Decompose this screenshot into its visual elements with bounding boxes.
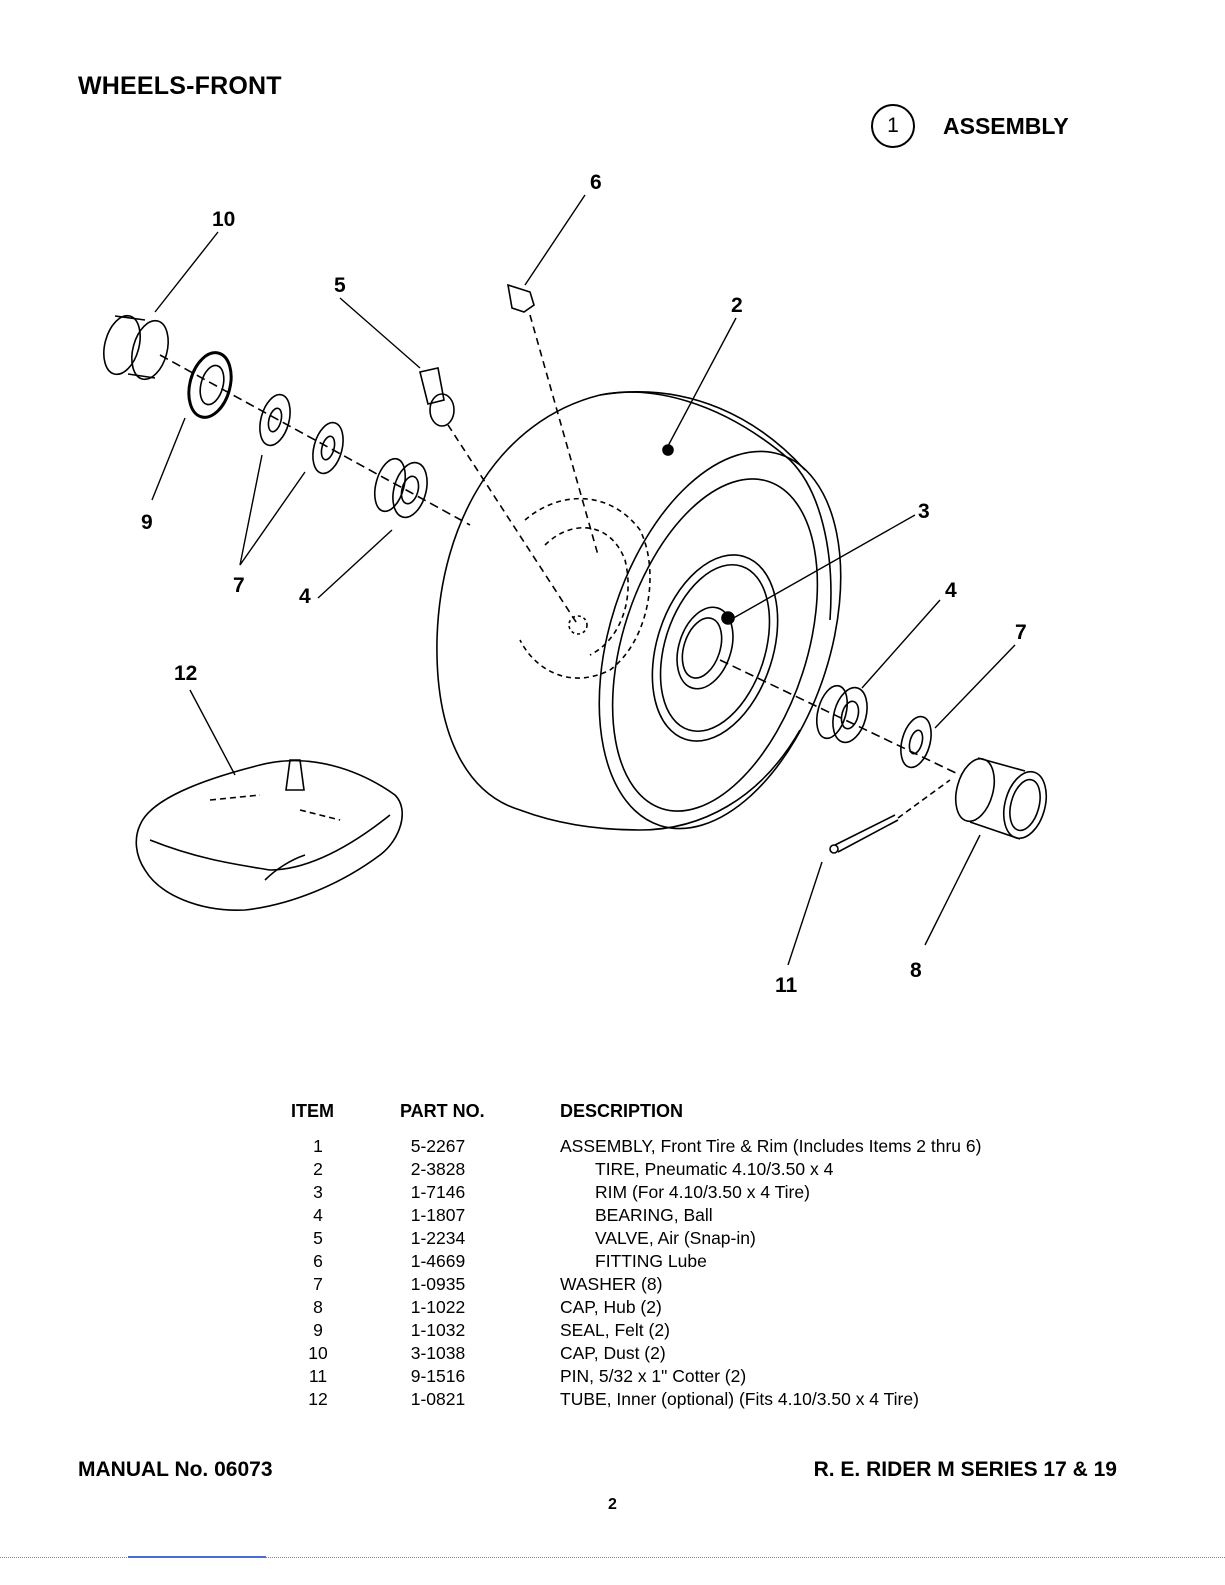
leader-lines (151, 194, 1016, 966)
part-description: TIRE, Pneumatic 4.10/3.50 x 4 (595, 1159, 834, 1179)
part-description: TUBE, Inner (optional) (Fits 4.10/3.50 x… (560, 1389, 919, 1409)
bearing-drawing (373, 457, 868, 744)
item-number: 4 (313, 1205, 323, 1225)
table-row: 11 9-1516 PIN, 5/32 x 1" Cotter (2) (0, 1365, 1225, 1388)
part-description: RIM (For 4.10/3.50 x 4 Tire) (595, 1182, 810, 1202)
part-description: CAP, Dust (2) (560, 1343, 666, 1363)
part-number: 9-1516 (410, 1366, 466, 1386)
dust-cap-drawing (103, 314, 169, 381)
part-description: SEAL, Felt (2) (560, 1320, 670, 1340)
assembly-label: ASSEMBLY (943, 113, 1069, 139)
item-number: 6 (313, 1251, 323, 1271)
table-row: 2 2-3828 TIRE, Pneumatic 4.10/3.50 x 4 (0, 1158, 1225, 1181)
part-number: 2-3828 (410, 1159, 466, 1179)
table-row: 12 1-0821 TUBE, Inner (optional) (Fits 4.1… (0, 1388, 1225, 1411)
manual-number: MANUAL No. 06073 (78, 1458, 273, 1481)
callout-4: 4 (299, 585, 311, 608)
callout-6: 6 (590, 171, 602, 194)
table-row: 7 1-0935 WASHER (8) (0, 1273, 1225, 1296)
tire-drawing (436, 391, 842, 831)
callout-9: 9 (141, 511, 153, 534)
part-number: 1-1032 (410, 1320, 466, 1340)
item-number: 8 (313, 1297, 323, 1317)
part-description: VALVE, Air (Snap-in) (595, 1228, 756, 1248)
item-number: 7 (313, 1274, 323, 1294)
part-number: 1-7146 (410, 1182, 466, 1202)
callout-5: 5 (334, 274, 346, 297)
part-description: FITTING Lube (595, 1251, 707, 1271)
part-number: 1-4669 (410, 1251, 466, 1271)
item-number: 1 (313, 1136, 323, 1156)
part-description: WASHER (8) (560, 1274, 663, 1294)
table-row: 4 1-1807 BEARING, Ball (0, 1204, 1225, 1227)
callout-8: 8 (910, 959, 922, 982)
table-row: 10 3-1038 CAP, Dust (2) (0, 1342, 1225, 1365)
table-row: 8 1-1022 CAP, Hub (2) (0, 1296, 1225, 1319)
lube-fitting-drawing (506, 283, 599, 556)
felt-seal-drawing (187, 351, 233, 419)
callout-12: 12 (174, 662, 197, 685)
col-header-part-no: PART NO. (400, 1101, 485, 1121)
table-row: 9 1-1032 SEAL, Felt (2) (0, 1319, 1225, 1342)
part-number: 1-1022 (410, 1297, 466, 1317)
item-number: 2 (313, 1159, 323, 1179)
callout-labels: 10 5 6 2 3 9 7 4 4 7 12 8 11 (141, 171, 1027, 997)
washer-drawing (259, 393, 932, 769)
item-number: 5 (313, 1228, 323, 1248)
bottom-link-underline (128, 1556, 266, 1558)
item-number: 11 (308, 1366, 328, 1386)
assembly-number-circle: 1 (871, 104, 915, 148)
callout-3: 3 (918, 500, 930, 523)
series-name: R. E. RIDER M SERIES 17 & 19 (813, 1458, 1117, 1481)
page-number: 2 (608, 1496, 617, 1513)
page-title: WHEELS-FRONT (78, 72, 282, 100)
col-header-item: ITEM (291, 1101, 334, 1121)
callout-7: 7 (233, 574, 245, 597)
item-number: 9 (313, 1320, 323, 1340)
table-row: 5 1-2234 VALVE, Air (Snap-in) (0, 1227, 1225, 1250)
part-description: CAP, Hub (2) (560, 1297, 662, 1317)
callout-11: 11 (775, 974, 798, 997)
callout-2: 2 (731, 294, 743, 317)
air-valve-drawing (419, 367, 579, 626)
item-number: 3 (313, 1182, 323, 1202)
callout-7b: 7 (1015, 621, 1027, 644)
table-row: 1 5-2267 ASSEMBLY, Front Tire & Rim (Inclu… (0, 1135, 1225, 1158)
table-row: 6 1-4669 FITTING Lube (0, 1250, 1225, 1273)
rim-drawing (519, 497, 779, 742)
part-number: 5-2267 (410, 1136, 466, 1156)
part-number: 3-1038 (410, 1343, 466, 1363)
bottom-rule (0, 1557, 1225, 1558)
part-description: BEARING, Ball (595, 1205, 713, 1225)
part-number: 1-0821 (410, 1389, 466, 1409)
callout-10: 10 (212, 208, 235, 231)
inner-tube-drawing (135, 759, 404, 911)
part-number: 1-2234 (410, 1228, 466, 1248)
part-number: 1-0935 (410, 1274, 466, 1294)
item-number: 10 (308, 1343, 328, 1363)
callout-4b: 4 (945, 579, 957, 602)
table-row: 3 1-7146 RIM (For 4.10/3.50 x 4 Tire) (0, 1181, 1225, 1204)
part-description: ASSEMBLY, Front Tire & Rim (Includes Ite… (560, 1136, 982, 1156)
hub-cap-drawing (954, 757, 1048, 840)
col-header-description: DESCRIPTION (560, 1101, 684, 1121)
part-number: 1-1807 (410, 1205, 466, 1225)
exploded-wheel-diagram: 10 5 6 2 3 9 7 4 4 7 12 8 11 (103, 171, 1048, 997)
part-description: PIN, 5/32 x 1" Cotter (2) (560, 1366, 747, 1386)
cotter-pin-drawing (829, 779, 951, 854)
item-number: 12 (308, 1389, 328, 1409)
